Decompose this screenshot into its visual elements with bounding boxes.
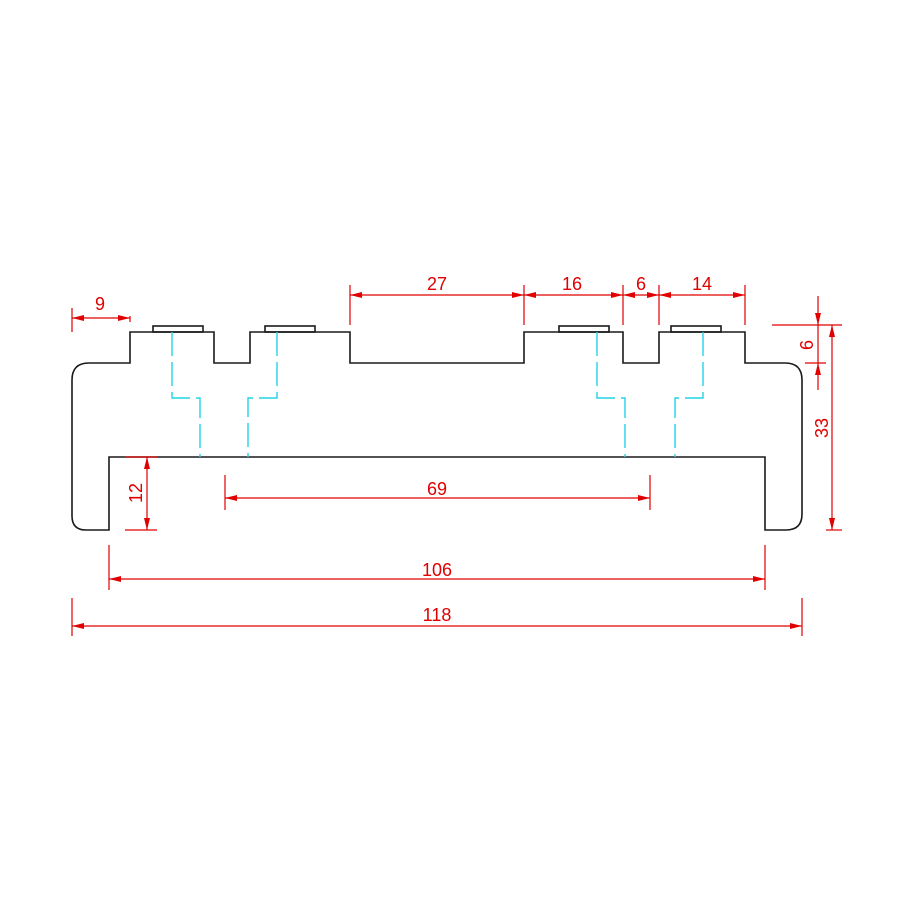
hidden-screw-2 [247, 332, 278, 457]
dimensions: 9 27 16 6 14 12 69 106 118 33 6 [71, 274, 842, 636]
dim-right-tab-width: 14 [659, 274, 746, 325]
dim-tab-offset: 9 [71, 294, 131, 332]
dimension-label: 69 [427, 479, 447, 499]
dimension-label: 9 [95, 294, 105, 314]
hidden-screw-3 [596, 332, 626, 457]
hidden-screw-4 [674, 332, 704, 457]
dim-tab-width: 16 [524, 274, 624, 325]
pad-3 [558, 325, 610, 333]
dimension-label: 27 [427, 274, 447, 294]
pad-1 [152, 325, 204, 333]
dim-leg-height: 12 [125, 456, 157, 531]
dimension-label: 16 [562, 274, 582, 294]
dim-overall-width: 118 [71, 598, 803, 636]
profile-body [71, 331, 803, 531]
dim-inner-width: 106 [108, 545, 766, 590]
hidden-screw-1 [171, 332, 201, 457]
dim-tab-height: 6 [797, 296, 826, 390]
dim-hole-spacing: 69 [224, 475, 651, 510]
dimension-label: 106 [422, 560, 452, 580]
profile-outline [71, 325, 803, 531]
dimension-label: 14 [692, 274, 712, 294]
dim-slot-width: 6 [623, 274, 660, 325]
hidden-lines [171, 332, 704, 457]
dim-total-height: 33 [772, 324, 842, 531]
dimension-label: 33 [812, 418, 832, 438]
dimension-label: 12 [126, 483, 146, 503]
dim-gap-width: 27 [349, 274, 525, 325]
dimension-label: 118 [423, 605, 452, 625]
dimension-label: 6 [797, 340, 817, 350]
dimension-label: 6 [636, 274, 646, 294]
pad-4 [670, 325, 722, 333]
pad-2 [264, 325, 316, 333]
